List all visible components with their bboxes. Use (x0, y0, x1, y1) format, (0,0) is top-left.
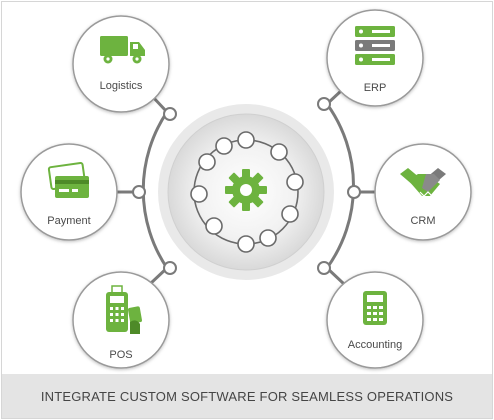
junction-dot-logistics (163, 107, 177, 121)
footer-caption: INTEGRATE CUSTOM SOFTWARE FOR SEAMLESS O… (40, 388, 454, 404)
hub-ring-nodes (190, 131, 304, 253)
truck-icon (100, 36, 145, 64)
node-erp[interactable]: ERP (326, 9, 424, 107)
pos-terminal-icon (106, 285, 142, 334)
junction-dot-payment (132, 185, 146, 199)
junction-dot-crm (347, 185, 361, 199)
junction-dot-pos (163, 261, 177, 275)
node-crm[interactable]: CRM (374, 143, 472, 241)
crm-label: CRM (410, 215, 435, 227)
node-pos[interactable]: POS (72, 271, 170, 369)
payment-card-icon (47, 161, 89, 198)
server-rack-icon (355, 26, 395, 65)
payment-label: Payment (47, 215, 90, 227)
logistics-label: Logistics (100, 80, 143, 92)
pos-label: POS (109, 349, 132, 361)
integration-diagram: Logistics Payment POS (20, 9, 472, 369)
junction-dot-accounting (317, 261, 331, 275)
erp-label: ERP (364, 82, 387, 94)
footer-banner: INTEGRATE CUSTOM SOFTWARE FOR SEAMLESS O… (2, 374, 492, 418)
accounting-label: Accounting (348, 339, 402, 351)
node-logistics[interactable]: Logistics (72, 15, 170, 113)
calculator-icon (363, 291, 387, 325)
handshake-icon (400, 168, 446, 197)
node-accounting[interactable]: Accounting (326, 271, 424, 369)
central-hub (158, 104, 334, 280)
junction-dot-erp (317, 97, 331, 111)
node-payment[interactable]: Payment (20, 143, 118, 241)
gear-icon (225, 169, 267, 211)
